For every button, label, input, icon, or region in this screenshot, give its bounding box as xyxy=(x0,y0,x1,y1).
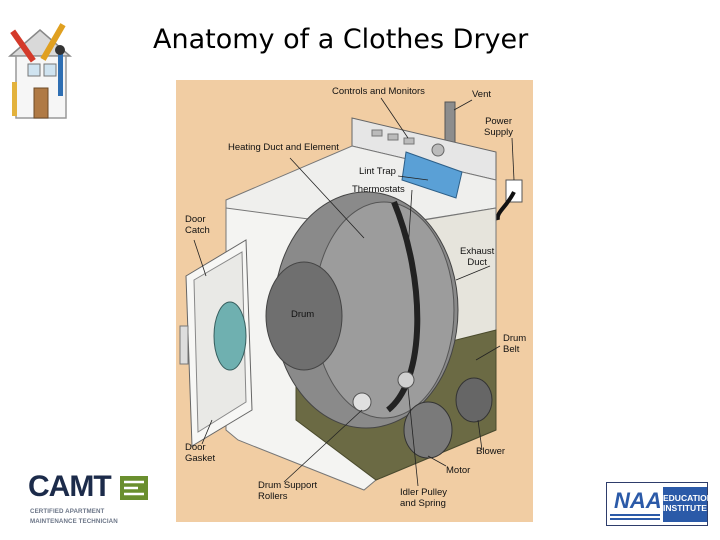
label-exhaust-duct: Exhaust Duct xyxy=(460,246,494,268)
callout-lines xyxy=(193,97,515,487)
label-idler-line2: and Spring xyxy=(400,498,446,509)
label-motor: Motor xyxy=(446,465,471,476)
label-drum-belt: Drum Belt xyxy=(503,333,526,355)
label-drum-support-line1: Drum Support xyxy=(258,480,318,491)
lint-trap xyxy=(401,151,463,199)
dryer-diagram: Controls and Monitors Vent Power Supply … xyxy=(176,80,533,522)
label-drum-belt-line2: Belt xyxy=(503,344,520,355)
label-drum: Drum xyxy=(291,309,315,320)
label-controls: Controls and Monitors xyxy=(332,86,425,97)
label-door-catch: Door Catch xyxy=(185,214,210,236)
label-door-gasket-line1: Door xyxy=(185,442,206,453)
label-power-line2: Supply xyxy=(484,127,514,138)
house-tools-icon xyxy=(6,12,74,122)
label-drum-support-rollers: Drum Support Rollers xyxy=(258,480,317,502)
drum-belt xyxy=(386,200,421,413)
idler-pulley xyxy=(397,371,415,389)
label-thermostats: Thermostats xyxy=(352,184,405,195)
label-power-supply: Power Supply xyxy=(484,116,513,138)
label-vent: Vent xyxy=(472,89,492,100)
camt-wordmark: CAMT xyxy=(28,470,112,503)
label-idler-line1: Idler Pulley xyxy=(400,487,447,498)
naa-logo: NAA EDUCATION INSTITUTE xyxy=(606,482,713,526)
dryer-illustration xyxy=(176,80,533,522)
naa-mark: NAA xyxy=(610,486,662,522)
label-blower: Blower xyxy=(476,446,506,457)
label-door-catch-line1: Door xyxy=(185,214,206,225)
door-glass xyxy=(213,301,247,371)
power-cord xyxy=(495,191,516,221)
slide-title: Anatomy of a Clothes Dryer xyxy=(153,24,529,55)
label-drum-belt-line1: Drum xyxy=(503,333,527,344)
label-power-line1: Power xyxy=(485,116,512,127)
vent-pipe xyxy=(444,101,456,147)
label-lint-trap: Lint Trap xyxy=(359,166,396,177)
label-door-gasket: Door Gasket xyxy=(185,442,215,464)
naa-edu-line1: EDUCATION xyxy=(663,493,713,503)
camt-line1: CERTIFIED APARTMENT xyxy=(30,508,105,515)
naa-mark-text: NAA xyxy=(614,488,660,513)
motor xyxy=(403,401,453,459)
blower-housing xyxy=(455,377,493,423)
label-exhaust-line2: Duct xyxy=(467,257,487,268)
door-handle xyxy=(179,325,189,365)
naa-education-institute: EDUCATION INSTITUTE xyxy=(663,487,713,522)
label-idler-pulley: Idler Pulley and Spring xyxy=(400,487,447,509)
naa-edu-line2: INSTITUTE xyxy=(663,503,707,513)
camt-mark-icon xyxy=(120,476,148,500)
drum-opening xyxy=(265,261,343,371)
drum-roller xyxy=(352,392,372,412)
camt-line2: MAINTENANCE TECHNICIAN xyxy=(30,518,118,525)
camt-logo: CAMT CERTIFIED APARTMENT MAINTENANCE TEC… xyxy=(28,470,152,532)
label-door-gasket-line2: Gasket xyxy=(185,453,216,464)
label-door-catch-line2: Catch xyxy=(185,225,210,236)
label-heating-duct: Heating Duct and Element xyxy=(228,142,339,153)
label-exhaust-line1: Exhaust xyxy=(460,246,495,257)
label-drum-support-line2: Rollers xyxy=(258,491,288,502)
